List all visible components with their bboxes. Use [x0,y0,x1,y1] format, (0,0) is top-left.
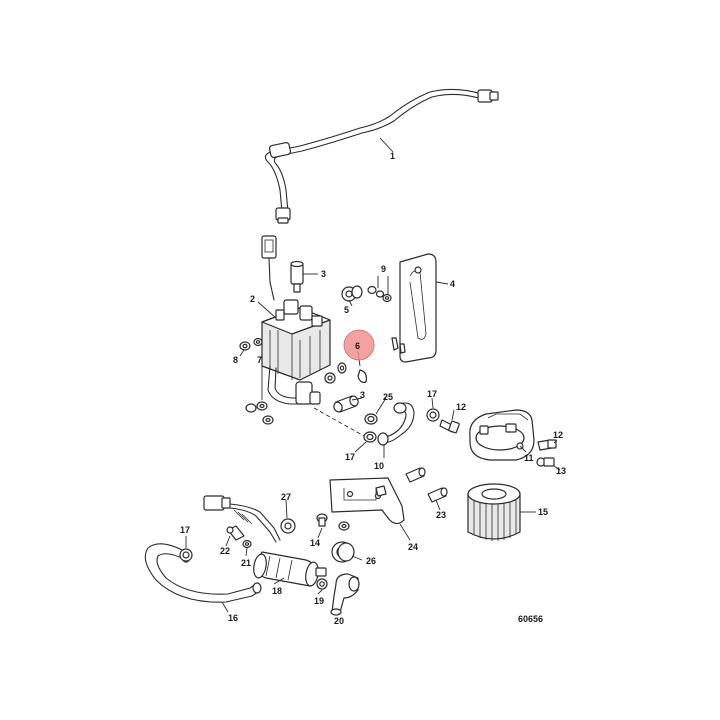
callout-21[interactable]: 21 [241,558,251,568]
mounting-bracket[interactable] [391,253,437,363]
callout-23[interactable]: 23 [436,510,446,520]
terminal-nut-21[interactable] [242,539,252,549]
leader-lines [185,137,561,615]
formed-bracket-plate[interactable] [329,477,405,525]
bolt-nut-14[interactable] [316,513,350,531]
callout-5[interactable]: 5 [344,305,349,315]
electrical-connector-harness[interactable] [203,495,281,543]
spacer-set[interactable] [405,467,448,503]
hose-clamp-17-left[interactable] [179,548,193,562]
callout-4[interactable]: 4 [450,279,455,289]
hose-clamp-25[interactable] [364,413,378,425]
callout-1[interactable]: 1 [390,151,395,161]
callout-labels: 1 2 3 3 4 5 6 7 8 9 10 11 12 12 13 14 15… [180,151,566,626]
fuel-module-assembly[interactable] [261,235,331,405]
plug-13[interactable] [536,457,555,467]
callout-highlight [343,329,375,361]
fitting-nipple-upper[interactable] [290,260,304,293]
screw-washer-set[interactable] [367,285,392,303]
callout-17-right[interactable]: 17 [427,389,437,399]
callout-6[interactable]: 6 [355,341,360,351]
callout-26[interactable]: 26 [366,556,376,566]
callout-25[interactable]: 25 [383,392,393,402]
fitting-nipple-lower[interactable] [333,395,360,413]
bushing-set[interactable] [324,362,367,384]
barb-fitting-12-top[interactable] [439,419,460,434]
long-fuel-hose[interactable] [144,543,262,603]
callout-9[interactable]: 9 [381,264,386,274]
callout-2[interactable]: 2 [250,294,255,304]
fuel-line-tube[interactable] [264,88,499,224]
callout-7[interactable]: 7 [257,355,262,365]
isolator-26[interactable] [331,541,355,563]
callout-17-left[interactable]: 17 [180,525,190,535]
callout-19[interactable]: 19 [314,596,324,606]
diagram-reference-number: 60656 [518,614,543,624]
hose-clamp-19[interactable] [316,578,328,590]
callout-3-lower[interactable]: 3 [360,390,365,400]
callout-8[interactable]: 8 [233,355,238,365]
callout-11[interactable]: 11 [524,453,534,463]
callout-27[interactable]: 27 [281,492,291,502]
electric-fuel-pump[interactable] [252,551,327,587]
hose-clamp-17-center[interactable] [363,431,377,443]
callout-13[interactable]: 13 [556,466,566,476]
callout-16[interactable]: 16 [228,613,238,623]
callout-18[interactable]: 18 [272,586,282,596]
callout-3-upper[interactable]: 3 [321,269,326,279]
callout-15[interactable]: 15 [538,507,548,517]
nut-fastener-left[interactable] [239,337,263,351]
fuel-filter-cartridge[interactable] [467,483,521,541]
callout-20[interactable]: 20 [334,616,344,626]
hose-clamp-17-right[interactable] [426,408,440,422]
terminal-screw-22[interactable] [226,525,245,541]
washer-set-lower-left[interactable] [245,401,274,425]
callout-24[interactable]: 24 [408,542,418,552]
grommet-27[interactable] [280,518,296,534]
barb-fitting-12-right[interactable] [537,439,557,451]
callout-10[interactable]: 10 [374,461,384,471]
callout-12-top[interactable]: 12 [456,402,466,412]
callout-12-right[interactable]: 12 [553,430,563,440]
callout-14[interactable]: 14 [310,538,320,548]
callout-17-center[interactable]: 17 [345,452,355,462]
elbow-fitting-20[interactable] [330,573,360,616]
callout-22[interactable]: 22 [220,546,230,556]
alignment-line [313,407,365,437]
grommet[interactable] [341,285,363,302]
formed-hose[interactable] [377,402,415,446]
